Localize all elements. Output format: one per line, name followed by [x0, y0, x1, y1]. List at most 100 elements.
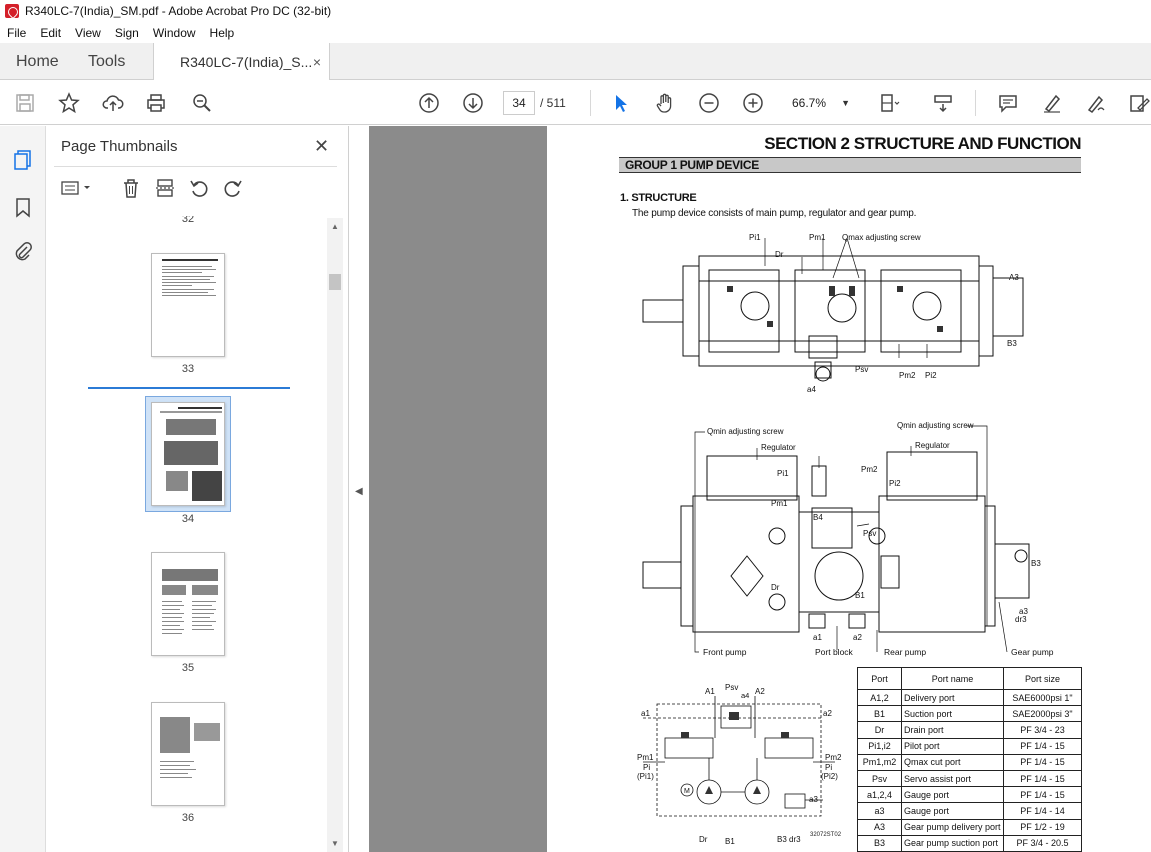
- label-a4: a4: [807, 385, 816, 394]
- panel-divider: [54, 166, 337, 167]
- scroll-mode-icon[interactable]: [930, 90, 956, 116]
- bookmarks-icon[interactable]: [10, 194, 36, 220]
- cell-port-name: Gear pump delivery port: [901, 818, 1004, 836]
- tab-document[interactable]: R340LC-7(India)_S... ×: [153, 43, 330, 81]
- cell-port-name: Qmax cut port: [901, 753, 1004, 771]
- menu-sign[interactable]: Sign: [114, 25, 139, 40]
- hyd-label-port-a2: a2: [823, 709, 832, 718]
- menu-edit[interactable]: Edit: [40, 25, 62, 40]
- tab-close-icon[interactable]: ×: [312, 54, 321, 70]
- menu-help[interactable]: Help: [209, 25, 235, 40]
- hyd-label-a2: A2: [755, 687, 765, 696]
- label-mid-pi2: Pi2: [889, 479, 901, 488]
- thumbnail-scrollbar[interactable]: ▲ ▼: [327, 218, 343, 852]
- zoom-out-icon[interactable]: [696, 90, 722, 116]
- cell-port-name: Gauge port: [901, 802, 1004, 820]
- rotate-right-icon[interactable]: [221, 176, 245, 200]
- toolbar-divider: [590, 90, 591, 116]
- label-rear-pump: Rear pump: [884, 647, 926, 657]
- thumbnail-options-icon[interactable]: [59, 176, 95, 200]
- hyd-label-m: M: [684, 788, 690, 795]
- scroll-up-arrow-icon[interactable]: ▲: [331, 222, 339, 231]
- zoom-level-value: 66.7%: [792, 96, 827, 110]
- hyd-label-a3: a3: [809, 795, 818, 804]
- page-thumbnails-icon[interactable]: [10, 146, 36, 172]
- pump-side-view-drawing: Qmin adjusting screw Qmin adjusting scre…: [642, 421, 1054, 657]
- document-viewer: SECTION 2 STRUCTURE AND FUNCTION GROUP 1…: [369, 126, 1151, 852]
- panel-collapse-handle[interactable]: ◀: [349, 126, 369, 852]
- select-cursor-icon[interactable]: [608, 90, 634, 116]
- zoom-search-icon[interactable]: [189, 90, 215, 116]
- label-regulator-right: Regulator: [915, 441, 950, 450]
- label-a3: A3: [1009, 273, 1019, 282]
- cell-port-size: PF 3/4 - 20.5: [1003, 834, 1082, 852]
- comment-icon[interactable]: [995, 90, 1021, 116]
- menu-bar: File Edit View Sign Window Help: [0, 22, 1151, 43]
- pump-top-view-drawing: Pi1 Dr Pm1 Qmax adjusting screw A3 B3 Ps…: [642, 233, 1024, 394]
- cell-port-name: Servo assist port: [901, 769, 1004, 788]
- edit-pdf-icon[interactable]: [1126, 90, 1151, 116]
- cell-port-name: Gauge port: [901, 786, 1004, 804]
- cell-port-size: PF 3/4 - 23: [1003, 721, 1082, 739]
- bookmark-star-icon[interactable]: [56, 90, 82, 116]
- hand-tool-icon[interactable]: [652, 90, 678, 116]
- cell-port-name: Gear pump suction port: [901, 834, 1004, 852]
- upload-cloud-icon[interactable]: [100, 90, 126, 116]
- label-regulator-left: Regulator: [761, 443, 796, 452]
- sign-pen-icon[interactable]: [1083, 90, 1109, 116]
- cell-port: B3: [857, 834, 902, 852]
- label-mid-a1: a1: [813, 633, 822, 642]
- attachments-paperclip-icon[interactable]: [10, 238, 36, 264]
- cell-port-size: PF 1/4 - 14: [1003, 802, 1082, 820]
- menu-file[interactable]: File: [7, 25, 27, 40]
- highlight-pen-icon[interactable]: [1039, 90, 1065, 116]
- section-title: SECTION 2 STRUCTURE AND FUNCTION: [764, 134, 1081, 153]
- zoom-in-icon[interactable]: [740, 90, 766, 116]
- tab-bar: Home Tools R340LC-7(India)_S... ×: [0, 43, 1151, 81]
- thumbnail-page-34[interactable]: [151, 402, 225, 506]
- scroll-down-arrow-icon[interactable]: ▼: [331, 839, 339, 848]
- cell-port-name: Delivery port: [901, 688, 1004, 707]
- hyd-label-dr: Dr: [699, 835, 708, 844]
- zoom-level-select[interactable]: 66.7% ▼: [786, 91, 856, 115]
- collapse-left-arrow-icon[interactable]: ◀: [355, 486, 363, 497]
- toolbar-divider: [975, 90, 976, 116]
- label-pm1: Pm1: [809, 233, 826, 242]
- thumbnail-list: 32 33 34: [46, 216, 331, 852]
- hyd-label-pi: Pi: [643, 763, 650, 772]
- save-icon[interactable]: [12, 90, 38, 116]
- structure-heading: 1. STRUCTURE: [620, 192, 697, 204]
- next-page-icon[interactable]: [460, 90, 486, 116]
- scrollbar-thumb[interactable]: [329, 274, 341, 290]
- menu-window[interactable]: Window: [152, 25, 196, 40]
- cell-port-size: PF 1/4 - 15: [1003, 769, 1082, 788]
- previous-page-icon[interactable]: [416, 90, 442, 116]
- tab-document-label: R340LC-7(India)_S...: [180, 54, 313, 70]
- menu-view[interactable]: View: [75, 25, 101, 40]
- delete-page-icon[interactable]: [119, 176, 143, 200]
- hyd-label-pi1: (Pi1): [637, 772, 654, 781]
- label-pm2: Pm2: [899, 371, 916, 380]
- close-icon[interactable]: ✕: [314, 136, 330, 156]
- thumbnail-page-35[interactable]: [151, 552, 225, 656]
- tab-tools[interactable]: Tools: [88, 52, 126, 70]
- hyd-label-b3: B3: [777, 835, 787, 844]
- extract-page-icon[interactable]: [153, 176, 177, 200]
- cell-port: A3: [857, 818, 902, 836]
- rotate-left-icon[interactable]: [187, 176, 211, 200]
- tab-home[interactable]: Home: [16, 52, 59, 70]
- print-icon[interactable]: [143, 90, 169, 116]
- hyd-label-a4: a4: [741, 691, 749, 700]
- thumbnail-page-36[interactable]: [151, 702, 225, 806]
- thumbnail-label: 35: [181, 662, 195, 674]
- thumbnail-page-33[interactable]: [151, 253, 225, 357]
- page-fit-icon[interactable]: [876, 90, 902, 116]
- page-number-input[interactable]: 34: [503, 91, 535, 115]
- cell-port: A1,2: [857, 688, 902, 707]
- window-title: R340LC-7(India)_SM.pdf - Adobe Acrobat P…: [25, 4, 332, 18]
